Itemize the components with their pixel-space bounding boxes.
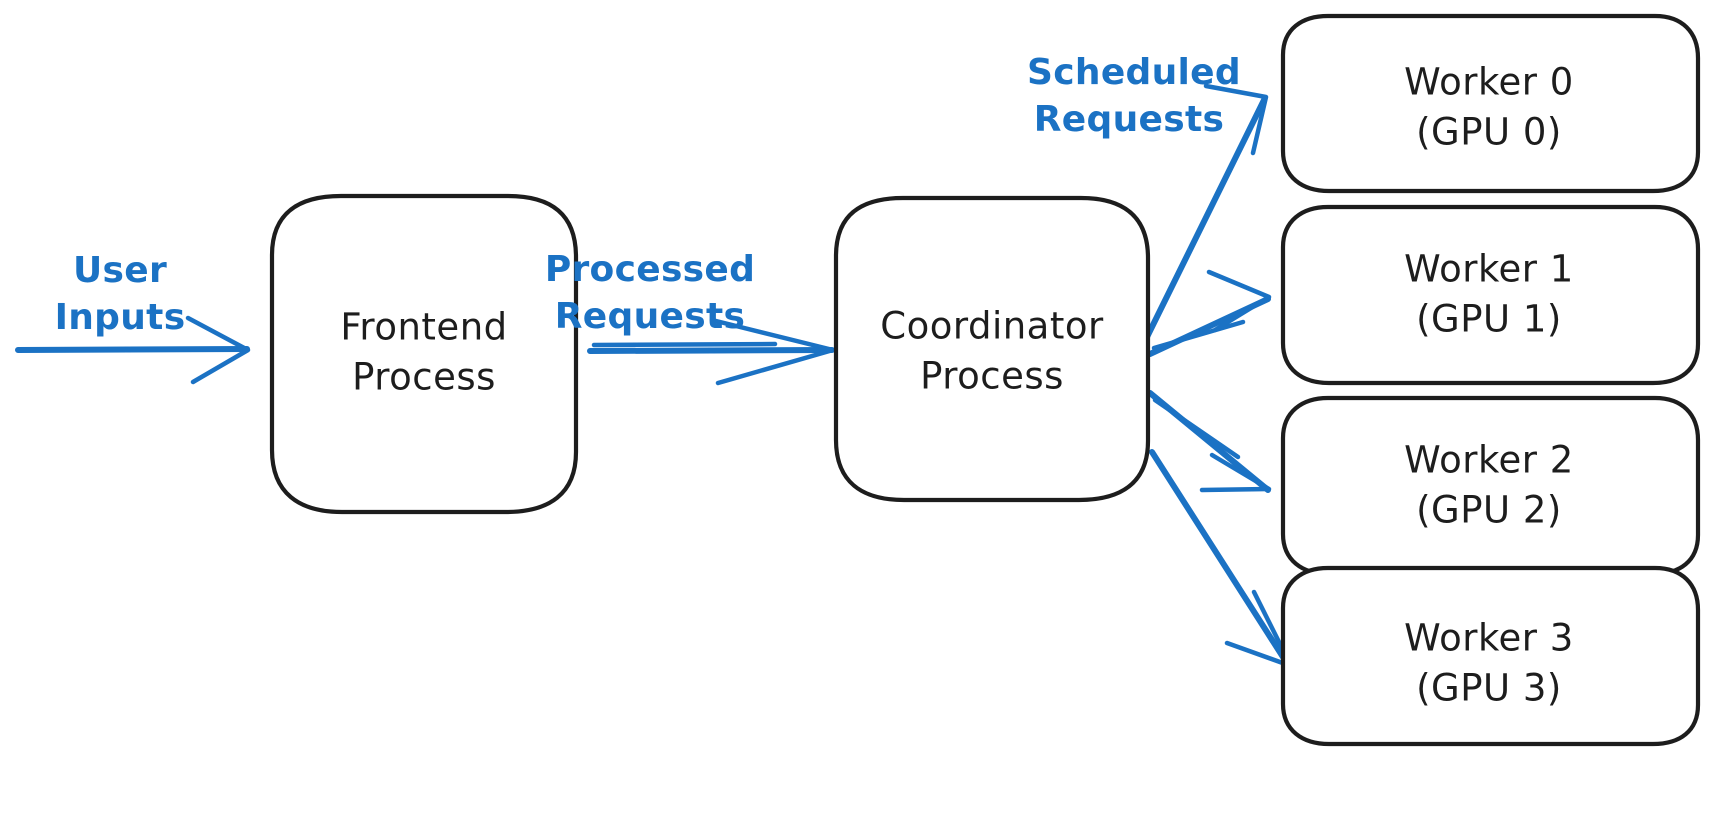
arrow-coordinator-to-worker3 (1149, 449, 1294, 671)
edge-label-user-inputs-line2: Inputs (55, 297, 186, 338)
edge-label-processed-requests-line2: Requests (555, 296, 745, 337)
node-frontend-label: Frontend Process (340, 306, 507, 399)
node-worker0[interactable] (1280, 13, 1701, 194)
node-worker1-line2: (GPU 1) (1416, 298, 1562, 341)
node-worker1-line1: Worker 1 (1404, 248, 1574, 291)
node-coordinator[interactable] (833, 195, 1151, 503)
arrow-frontend-to-coordinator (587, 317, 836, 386)
arrow-coordinator-to-worker2 (1147, 390, 1272, 493)
arrow-coordinator-to-worker0 (1144, 83, 1269, 340)
edge-label-scheduled-requests-line2: Requests (1034, 99, 1224, 140)
node-frontend-line1: Frontend (340, 306, 507, 349)
node-worker0-line1: Worker 0 (1404, 61, 1574, 104)
node-coordinator-line1: Coordinator (880, 305, 1104, 348)
node-worker0-line2: (GPU 0) (1416, 111, 1562, 154)
node-worker2-label: Worker 2 (GPU 2) (1404, 439, 1574, 532)
node-frontend-line2: Process (352, 356, 496, 399)
node-worker0-label: Worker 0 (GPU 0) (1404, 61, 1574, 154)
edge-label-user-inputs: User Inputs (55, 250, 186, 338)
arrow-user-inputs-to-frontend (15, 315, 251, 385)
node-coordinator-label: Coordinator Process (880, 305, 1104, 398)
edge-label-user-inputs-line1: User (73, 250, 167, 291)
node-worker1[interactable] (1280, 204, 1701, 386)
edge-label-scheduled-requests-line1: Scheduled (1027, 52, 1241, 93)
node-worker2-line2: (GPU 2) (1416, 489, 1562, 532)
node-worker2-line1: Worker 2 (1404, 439, 1574, 482)
arrow-coordinator-to-worker1 (1147, 269, 1272, 357)
node-coordinator-line2: Process (920, 355, 1064, 398)
node-worker3-line1: Worker 3 (1404, 617, 1574, 660)
node-frontend[interactable] (269, 193, 579, 515)
node-worker1-label: Worker 1 (GPU 1) (1404, 248, 1574, 341)
edge-label-processed-requests: Processed Requests (545, 249, 755, 337)
node-worker3-line2: (GPU 3) (1416, 667, 1562, 710)
edge-label-scheduled-requests: Scheduled Requests (1027, 52, 1241, 140)
node-worker2[interactable] (1280, 395, 1701, 577)
node-worker3-label: Worker 3 (GPU 3) (1404, 617, 1574, 710)
node-worker3[interactable] (1280, 565, 1701, 747)
edge-label-processed-requests-line1: Processed (545, 249, 755, 290)
